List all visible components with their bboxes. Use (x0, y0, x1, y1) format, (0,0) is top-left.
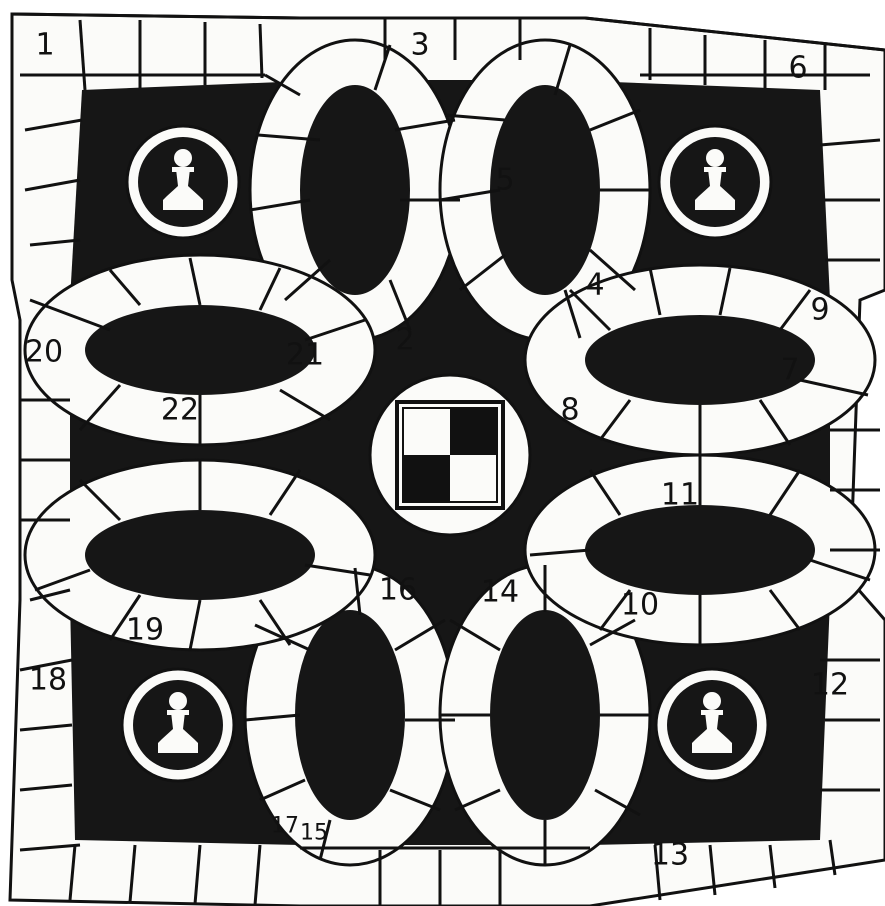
space-number-20: 20 (25, 335, 63, 370)
space-number-17: 17 (271, 814, 299, 839)
center-hub (370, 375, 530, 535)
space-number-12: 12 (811, 668, 849, 703)
space-number-4: 4 (585, 268, 604, 303)
space-number-9: 9 (810, 293, 829, 328)
space-number-19: 19 (126, 613, 164, 648)
pawn-token[interactable] (122, 669, 234, 781)
space-number-2: 2 (395, 323, 414, 358)
space-number-18: 18 (29, 663, 67, 698)
space-number-3: 3 (410, 28, 429, 63)
space-number-14: 14 (481, 575, 519, 610)
pawn-token[interactable] (659, 126, 771, 238)
pawn-token[interactable] (656, 669, 768, 781)
space-number-13: 13 (651, 838, 689, 873)
space-number-5: 5 (495, 163, 514, 198)
pawn-token[interactable] (127, 126, 239, 238)
space-number-10: 10 (621, 588, 659, 623)
space-number-16: 16 (379, 573, 417, 608)
space-number-22: 22 (161, 393, 199, 428)
space-number-6: 6 (788, 51, 807, 86)
space-number-8: 8 (560, 393, 579, 428)
space-number-21: 21 (286, 338, 324, 373)
space-number-1: 1 (35, 28, 54, 63)
space-number-11: 11 (661, 478, 699, 513)
space-number-7: 7 (780, 353, 799, 388)
space-number-15: 15 (300, 821, 328, 846)
